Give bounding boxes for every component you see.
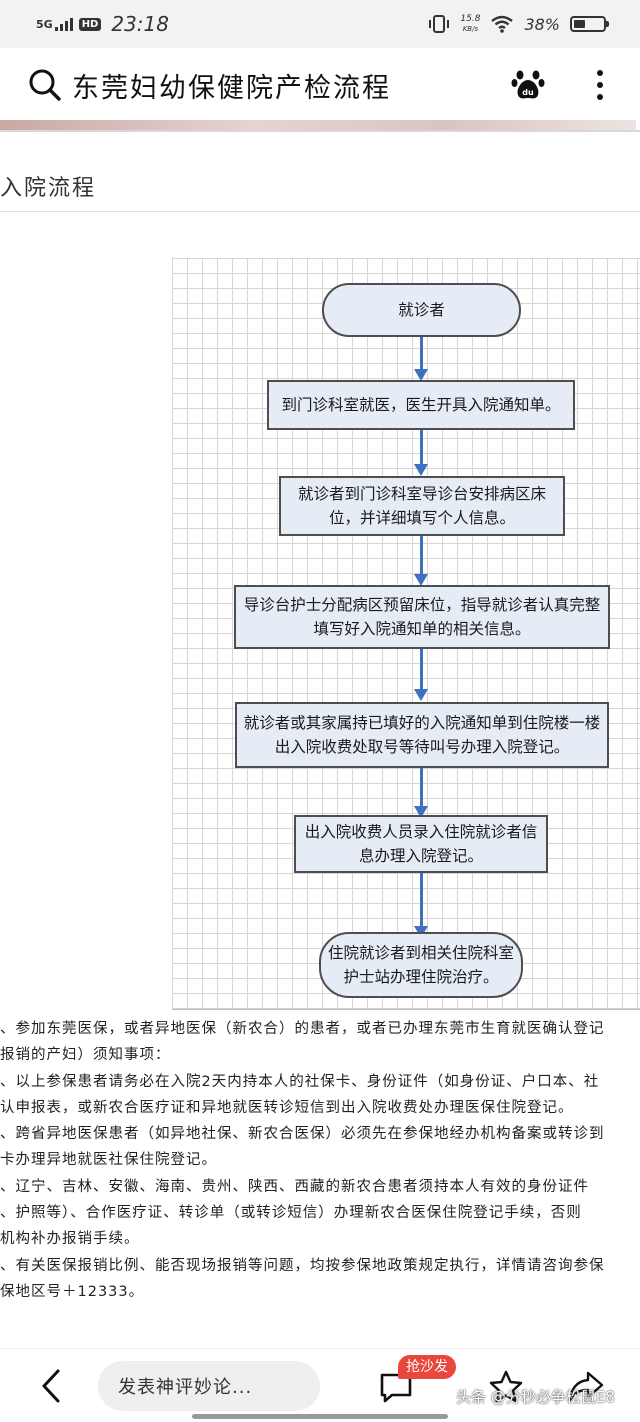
status-right: 15.8 KB/s 38%	[428, 12, 609, 36]
flow-arrow	[414, 873, 428, 938]
notes-line: 、有关医保报销比例、能否现场报销等问题，均按参保地政策规定执行，详情请咨询参保	[0, 1257, 605, 1274]
bottom-action-bar: 发表神评妙论... 抢沙发	[0, 1348, 640, 1422]
section-title: 入院流程	[0, 176, 97, 201]
notes-line: 、参加东莞医保，或者异地医保（新农合）的患者，或者已办理东莞市生育就医确认登记	[0, 1021, 605, 1037]
hot-badge: 抢沙发	[398, 1355, 456, 1379]
signal-icon	[54, 17, 73, 31]
notes-line: 报销的产妇）须知事项：	[0, 1047, 171, 1064]
divider	[0, 130, 640, 132]
battery-icon	[570, 16, 609, 32]
hd-badge: HD	[78, 17, 102, 31]
flow-node-start: 就诊者	[322, 283, 521, 337]
notes-line: 、跨省异地医保患者（如异地社保、新农合医保）必须先在参保地经办机构备案或转诊到	[0, 1126, 605, 1143]
svg-text:du: du	[522, 88, 534, 97]
flow-arrow	[414, 337, 428, 381]
flow-arrow	[414, 768, 428, 818]
share-icon[interactable]	[566, 1369, 606, 1405]
flow-arrow	[414, 536, 428, 586]
net-speed-value: 15.8	[460, 14, 481, 24]
net-speed: 15.8 KB/s	[460, 14, 480, 34]
notes-text: 、参加东莞医保，或者异地医保（新农合）的患者，或者已办理东莞市生育就医确认登记 …	[0, 1016, 640, 1305]
comment-input[interactable]: 发表神评妙论...	[98, 1361, 320, 1411]
flow-node-step-5: 出入院收费人员录入住院就诊者信息办理入院登记。	[294, 815, 548, 873]
notes-line: 、辽宁、吉林、安徽、海南、贵州、陕西、西藏的新农合患者须持本人有效的身份证件	[0, 1178, 589, 1195]
notes-line: 认申报表，或新农合医疗证和异地就医转诊短信到出入院收费处办理医保住院登记。	[0, 1099, 574, 1116]
wifi-icon	[491, 15, 514, 33]
clock: 23:18	[111, 12, 169, 36]
notes-line: 机构补办报销手续。	[0, 1231, 140, 1248]
flow-node-step-3: 导诊台护士分配病区预留床位，指导就诊者认真完整填写好入院通知单的相关信息。	[234, 585, 610, 649]
notes-line: 、以上参保患者请务必在入院2天内持本人的社保卡、身份证件（如身份证、户口本、社	[0, 1073, 600, 1090]
net-speed-unit: KB/s	[462, 25, 479, 33]
back-arrow-icon[interactable]	[38, 1367, 64, 1405]
notes-line: 、护照等）、合作医疗证、转诊单（或转诊短信）办理新农合医保住院登记手续，否则	[0, 1205, 582, 1222]
flow-node-step-1: 到门诊科室就医，医生开具入院通知单。	[267, 380, 575, 430]
status-left: 5G HD 23:18	[36, 12, 169, 36]
search-icon[interactable]	[28, 68, 62, 102]
watermark: 头条 @分秒必争松鼠E8	[456, 1388, 615, 1406]
notes-line: 卡办理异地就医社保住院登记。	[0, 1152, 217, 1169]
notes-line: 保地区号＋12333。	[0, 1283, 145, 1300]
baidu-paw-icon[interactable]: du	[510, 66, 546, 102]
battery-percent: 38%	[524, 14, 560, 34]
more-menu-icon[interactable]	[590, 68, 610, 102]
status-bar: 5G HD 23:18 15.8 KB/s 38%	[0, 0, 640, 48]
divider	[0, 211, 640, 212]
search-query-title[interactable]: 东莞妇幼保健院产检流程	[72, 73, 391, 104]
search-header[interactable]: 东莞妇幼保健院产检流程 du	[0, 48, 640, 120]
battery-level	[574, 20, 585, 28]
flowchart-image: 就诊者 到门诊科室就医，医生开具入院通知单。 就诊者到门诊科室导诊台安排病区床位…	[172, 258, 640, 1010]
home-indicator[interactable]	[192, 1414, 448, 1419]
flow-node-end: 住院就诊者到相关住院科室护士站办理住院治疗。	[319, 932, 523, 998]
flow-node-step-4: 就诊者或其家属持已填好的入院通知单到住院楼一楼出入院收费处取号等待叫号办理入院登…	[235, 702, 609, 768]
flow-node-step-2: 就诊者到门诊科室导诊台安排病区床位，并详细填写个人信息。	[279, 476, 565, 536]
network-type: 5G	[36, 17, 53, 31]
star-icon[interactable]	[488, 1369, 524, 1405]
flow-arrow	[414, 430, 428, 476]
banner-image-strip	[0, 120, 636, 130]
vibrate-icon	[429, 15, 450, 33]
flow-arrow	[414, 649, 428, 701]
